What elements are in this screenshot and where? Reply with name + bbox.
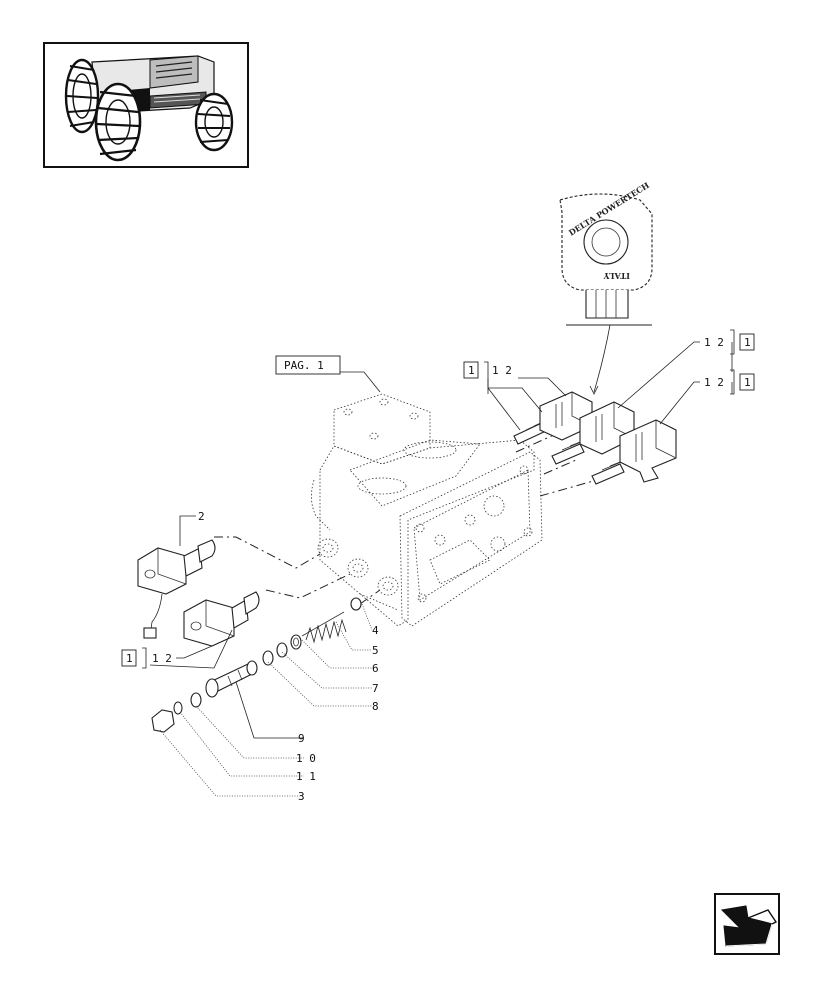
callout-12-right-lower: 1 2 1: [704, 369, 755, 395]
callout-8: 8: [372, 700, 379, 713]
callout-2: 2: [198, 510, 205, 523]
callout-10: 1 0: [296, 752, 316, 765]
svg-text:1 2: 1 2: [152, 652, 172, 665]
valve-body: [311, 393, 543, 627]
solenoid-valve-right-1: [513, 391, 593, 445]
brand-marking-bottom: ITALY: [603, 271, 630, 281]
spring-part: [301, 597, 362, 644]
svg-text:1: 1: [468, 364, 475, 377]
svg-text:1 2: 1 2: [704, 336, 724, 349]
leader-lines: [149, 341, 733, 797]
callout-page-ref[interactable]: PAG. 1: [275, 355, 341, 375]
tractor-thumbnail-icon: [43, 42, 249, 168]
callout-12-right-upper: 1 2 1: [704, 329, 755, 355]
solenoid-valve-left-1: [137, 539, 216, 639]
solenoid-valve-left-2: [183, 591, 260, 647]
callout-11: 1 1: [296, 770, 316, 783]
svg-text:1: 1: [744, 376, 751, 389]
solenoid-valve-right-3: [591, 419, 677, 485]
ring-parts: [262, 634, 302, 666]
svg-text:1 2: 1 2: [704, 376, 724, 389]
callout-5: 5: [372, 644, 379, 657]
assembly-lines: [214, 433, 605, 605]
callout-12-left: 1 1 2: [121, 647, 172, 669]
callout-12-upper-left: 1 2: [492, 364, 512, 377]
solenoid-detail: DELTA POWERTECH ITALY: [559, 180, 653, 395]
callout-7: 7: [372, 682, 379, 695]
callout-6: 6: [372, 662, 379, 675]
callout-3: 3: [298, 790, 305, 803]
spool-part: [205, 660, 258, 698]
plug-parts: [151, 692, 202, 733]
svg-text:1: 1: [744, 336, 751, 349]
callout-9: 9: [298, 732, 305, 745]
callout-4: 4: [372, 624, 379, 637]
callout-1-upper-left: 1: [463, 361, 489, 394]
page-ref-label: PAG. 1: [284, 359, 324, 372]
next-page-arrow-icon[interactable]: [714, 893, 780, 955]
svg-text:1: 1: [126, 652, 133, 665]
